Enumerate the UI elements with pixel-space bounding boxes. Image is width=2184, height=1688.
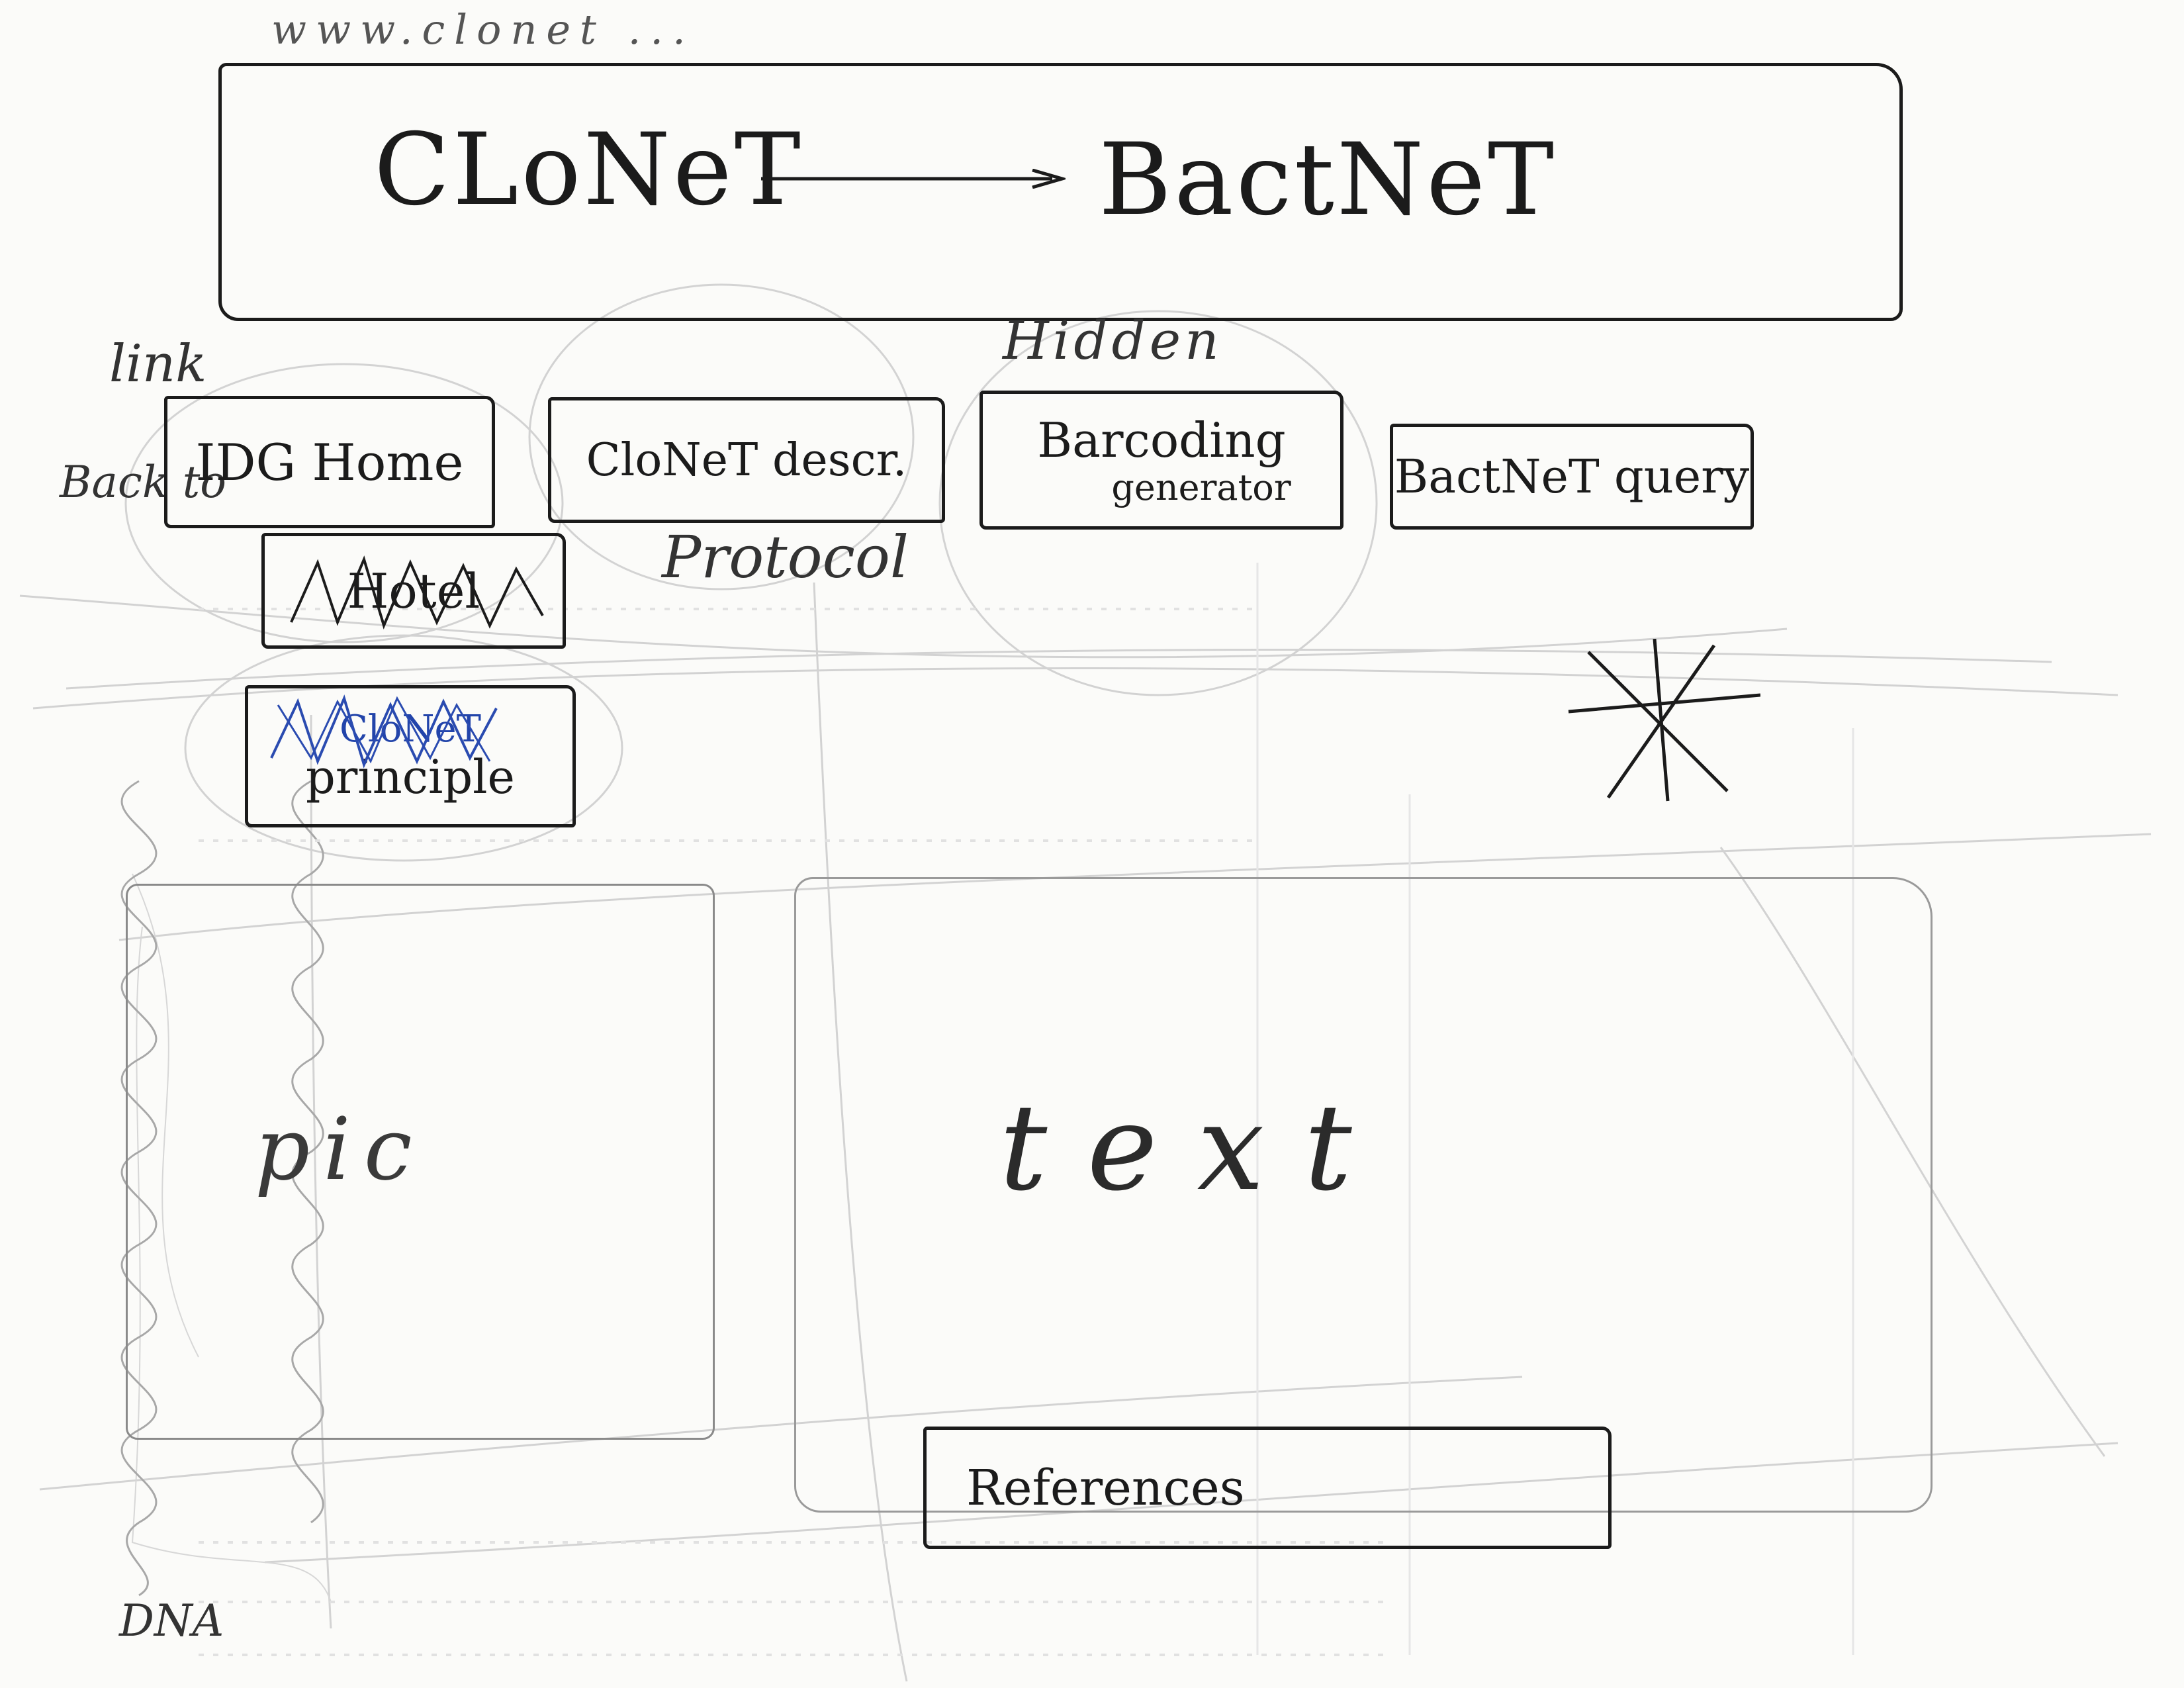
annotation-link: link <box>109 334 207 394</box>
annotation-back-to: Back to <box>60 457 227 508</box>
clonet-description-label: CloNeT descr. <box>586 434 907 487</box>
picture-placeholder-label: pic <box>255 1099 426 1199</box>
banner-title-clonet: CLoNeT <box>374 113 803 228</box>
text-panel <box>794 877 1933 1513</box>
references-label: References <box>966 1459 1245 1517</box>
clonet-description-button[interactable]: CloNeT descr. <box>548 397 945 523</box>
generator-label: generator <box>1111 467 1291 508</box>
idg-home-button[interactable]: IDG Home <box>164 396 495 528</box>
barcoding-label: Barcoding <box>1037 412 1286 468</box>
hotel-button[interactable]: Hotel <box>261 533 566 649</box>
bactnet-query-label: BactNeT query <box>1394 449 1750 504</box>
bactnet-query-button[interactable]: BactNeT query <box>1390 424 1754 530</box>
text-placeholder-label: text <box>999 1079 1392 1217</box>
annotation-hidden: Hidden <box>1003 310 1223 371</box>
idg-home-label: IDG Home <box>195 432 464 492</box>
annotation-protocol: Protocol <box>662 523 909 591</box>
url-note: www.clonet ... <box>271 5 695 54</box>
banner-title-bactnet: BactNeT <box>1099 122 1557 238</box>
clonet-principle-title: CloNeT <box>340 707 481 751</box>
principle-label: principle <box>306 749 515 804</box>
barcoding-generator-button[interactable]: Barcoding generator <box>979 391 1343 530</box>
arrow-right-icon <box>761 169 1066 189</box>
references-button[interactable]: References <box>923 1427 1612 1549</box>
clonet-principle-button[interactable]: CloNeT principle <box>245 685 576 827</box>
site-banner <box>218 63 1903 321</box>
annotation-dna: DNA <box>119 1595 224 1646</box>
picture-panel <box>126 884 715 1440</box>
asterisk-icon <box>1568 639 1760 802</box>
hotel-label: Hotel <box>347 563 480 619</box>
